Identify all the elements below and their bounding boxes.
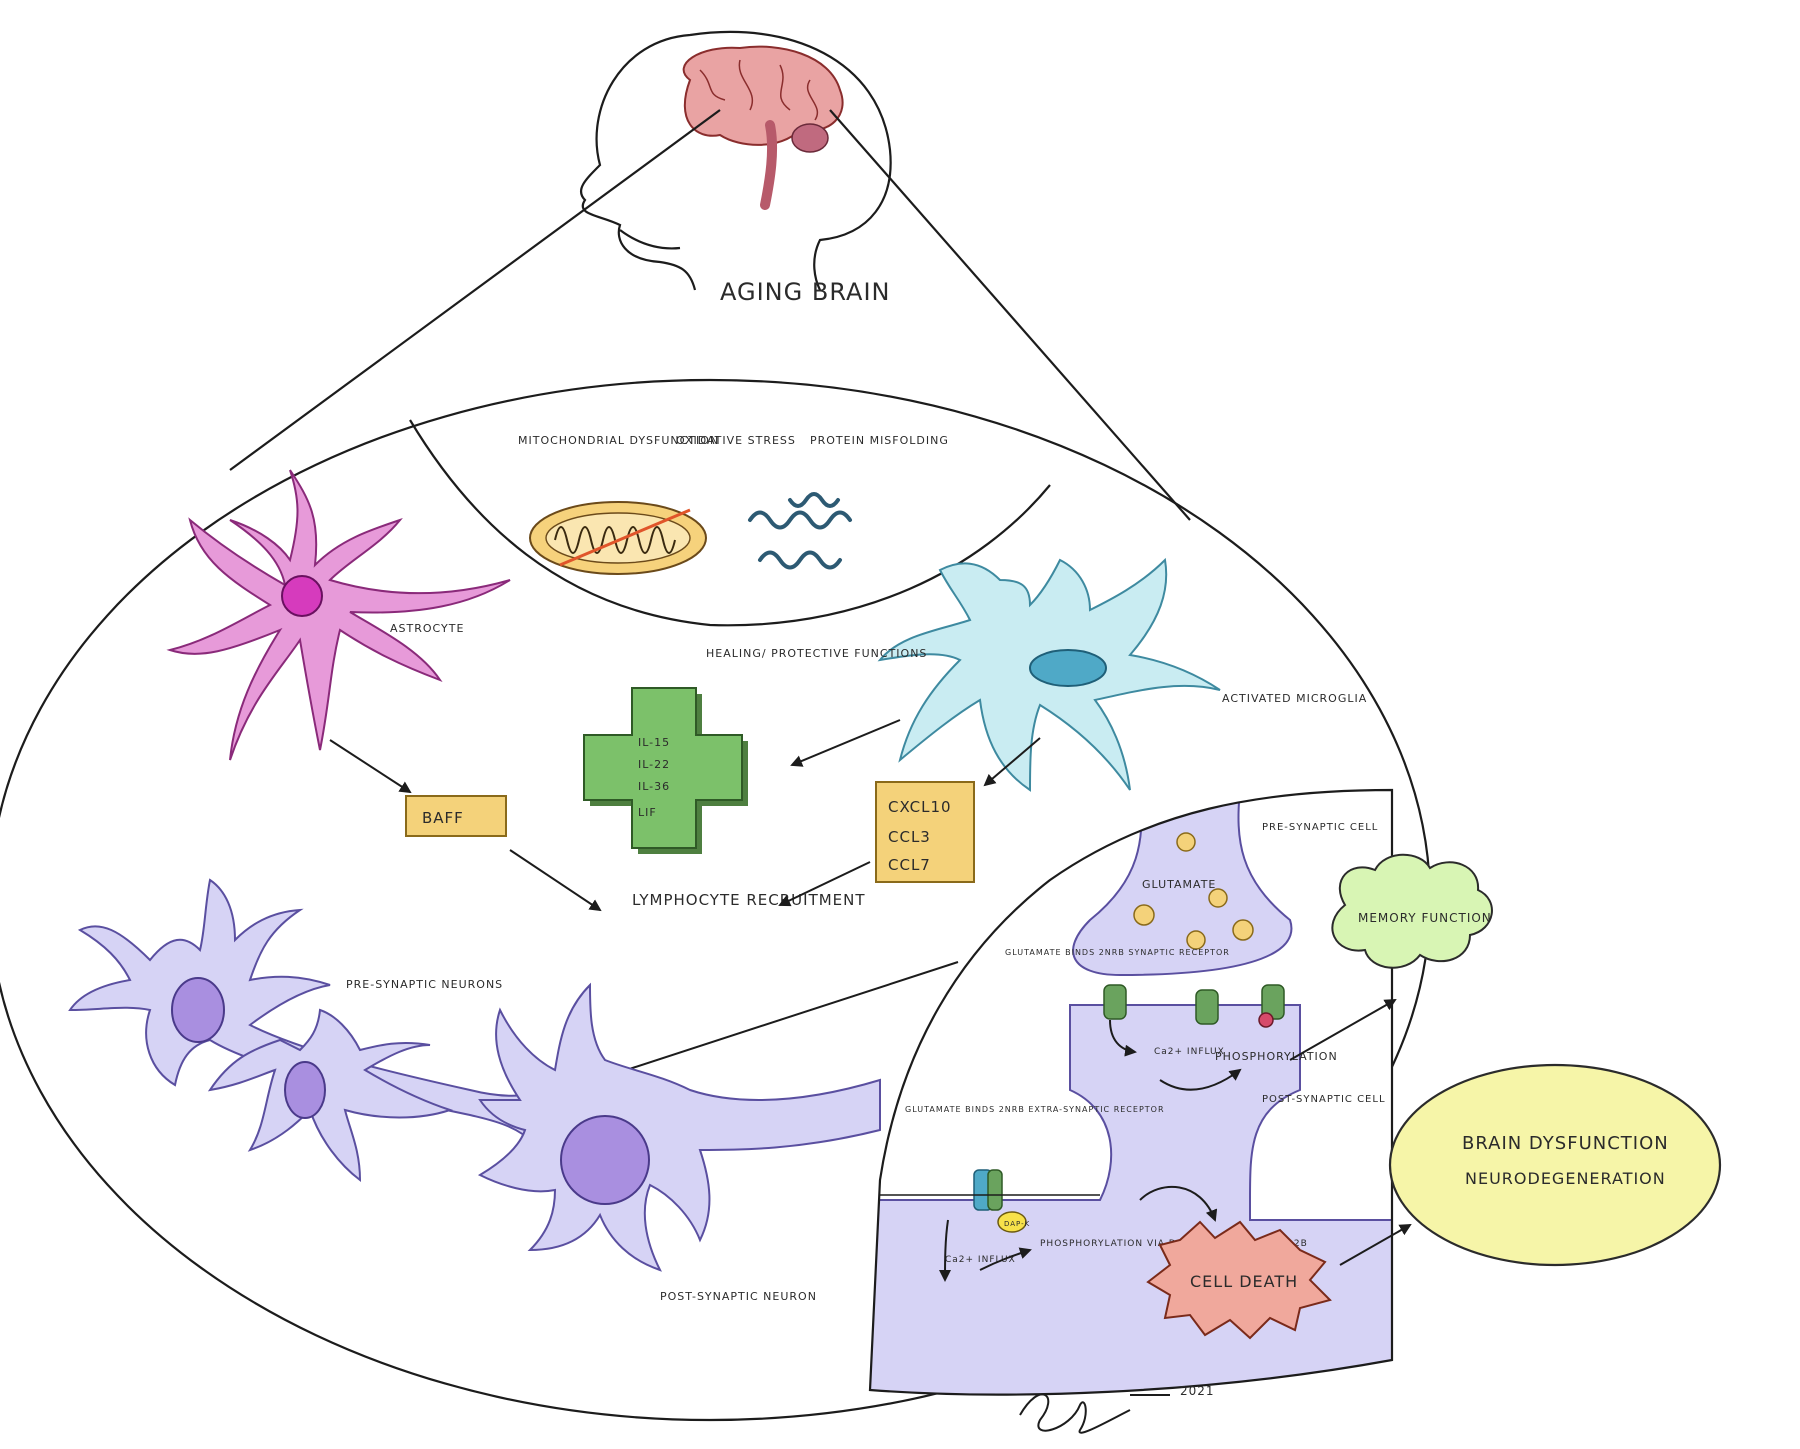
cell-death-label: CELL DEATH [1190,1272,1298,1291]
baff-box [405,795,507,837]
outcome-ellipse [1388,1063,1722,1267]
chemokine-ccl7: CCL7 [888,856,931,874]
brain-icon [682,45,844,210]
ca-influx-2-label: Ca2+ INFLUX [945,1255,1016,1265]
healing-factor-il15: IL-15 [638,736,670,749]
astrocyte-label: ASTROCYTE [390,622,464,635]
post-synaptic-cell-label: POST-SYNAPTIC CELL [1262,1094,1386,1105]
chemokine-ccl3: CCL3 [888,828,931,846]
aging-brain-title: AGING BRAIN [720,278,890,306]
baff-label: BAFF [422,809,464,827]
signature-year: 2021 [1180,1384,1215,1398]
outcome-line-2: NEURODEGENERATION [1465,1169,1666,1188]
ca-influx-1-label: Ca2+ INFLUX [1154,1047,1225,1057]
lymphocyte-recruitment-label: LYMPHOCYTE RECRUITMENT [632,891,866,909]
stressor-region-border [409,419,1051,627]
stressor-protein-label: PROTEIN MISFOLDING [810,434,949,447]
synaptic-receptors [1103,984,1285,1028]
zoom-cone-lines [229,109,1191,521]
glutamate-synaptic-label: GLUTAMATE BINDS 2NRB SYNAPTIC RECEPTOR [1005,948,1230,957]
stressor-oxidative-label: OXIDATIVE STRESS [676,434,796,447]
healing-factor-il36: IL-36 [638,780,670,793]
astrocyte-cell [166,469,511,761]
pre-synaptic-neurons [68,878,547,1183]
outcome-line-1: BRAIN DYSFUNCTION [1462,1133,1669,1154]
microglia-label: ACTIVATED MICROGLIA [1222,692,1367,705]
memory-function-cloud [1331,853,1493,969]
glutamate-extrasynaptic-label: GLUTAMATE BINDS 2NRB EXTRA-SYNAPTIC RECE… [905,1105,1165,1114]
phosphorylation-1-label: PHOSPHORYLATION [1215,1050,1338,1063]
extrasynaptic-receptor [973,1169,1027,1233]
pre-synaptic-neurons-label: PRE-SYNAPTIC NEURONS [346,978,503,991]
stressor-mitochondria-label: MITOCHONDRIAL DYSFUNCTION [518,434,719,447]
cell-death-burst [1146,1220,1332,1340]
healing-factor-lif: LIF [638,806,657,819]
glutamate-label: GLUTAMATE [1142,878,1216,891]
chemokine-cxcl10: CXCL10 [888,798,952,816]
glutamate-vesicles [1133,832,1254,950]
healing-factor-il22: IL-22 [638,758,670,771]
memory-function-label: MEMORY FUNCTION [1358,911,1492,925]
pre-synaptic-cell-label: PRE-SYNAPTIC CELL [1262,822,1378,833]
artist-signature [1019,1393,1170,1434]
microglia-cell [877,557,1221,792]
misfolded-protein-icon [748,492,852,570]
post-synaptic-neuron-label: POST-SYNAPTIC NEURON [660,1290,817,1303]
healing-label: HEALING/ PROTECTIVE FUNCTIONS [706,647,927,660]
post-synaptic-neuron [477,982,881,1272]
head-profile [579,30,892,291]
healing-cross [583,687,748,854]
chemokine-box [875,781,975,883]
dapk-label: DAP-K [1004,1220,1030,1228]
mitochondrion-icon [529,501,707,575]
